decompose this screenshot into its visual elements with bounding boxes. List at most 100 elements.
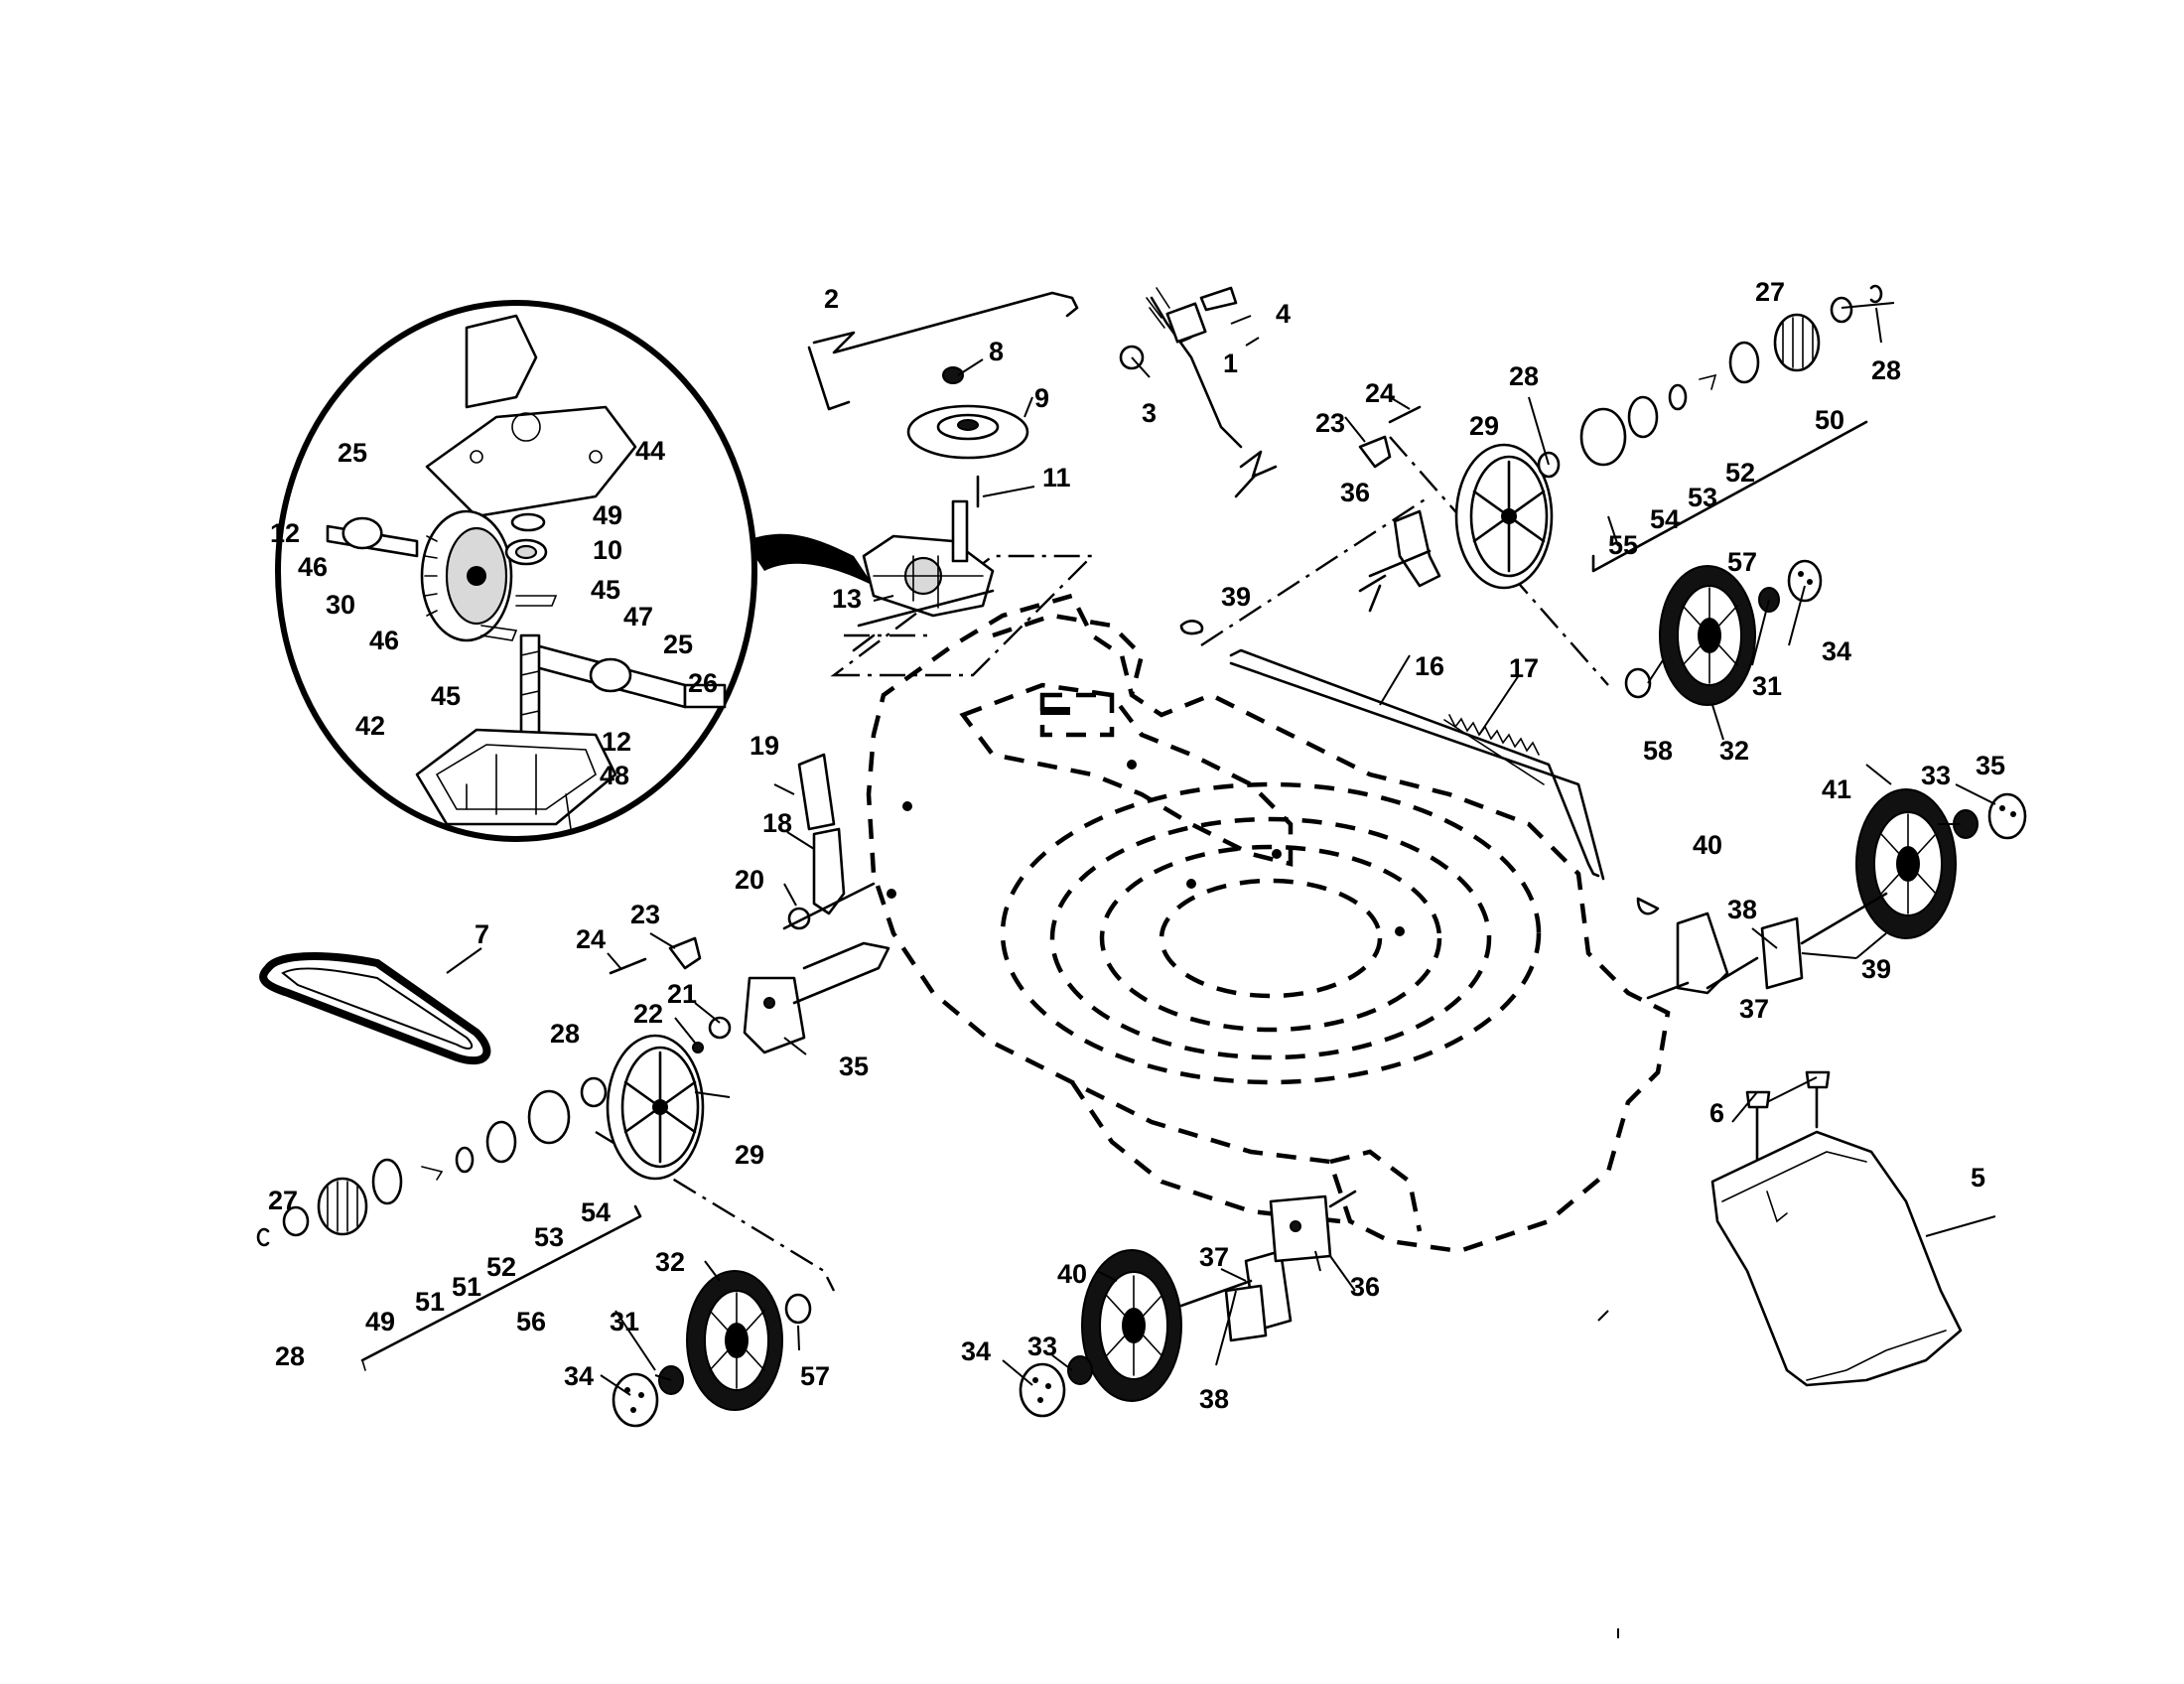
- callout-51-right: 52: [1725, 458, 1755, 488]
- callout-20: 20: [735, 865, 764, 895]
- callout-35-right: 36: [1340, 478, 1370, 507]
- left-hub-cap: [612, 1372, 659, 1428]
- right-spring: [1668, 383, 1688, 411]
- discharge-chute: [1710, 1130, 1963, 1387]
- callout-8: 8: [989, 337, 1004, 366]
- front-left-axle-plate: [1269, 1190, 1357, 1263]
- callout-36-front-left: 36: [1350, 1272, 1380, 1302]
- callout-50: 51: [415, 1287, 445, 1317]
- right-kit-bracket: [1591, 420, 1868, 573]
- left-pivot-wing: [668, 936, 702, 970]
- transmission-assembly: [852, 499, 995, 652]
- left-kit-bracket: [360, 1204, 642, 1362]
- left-spring: [455, 1146, 475, 1174]
- callout-39-upper: 39: [1221, 582, 1251, 612]
- left-clip: [256, 1227, 270, 1247]
- drive-control-rod: [812, 291, 1079, 354]
- left-pinion: [317, 1177, 368, 1236]
- callout-49-right: 50: [1815, 405, 1844, 435]
- callout-38-front-left: 38: [1199, 1384, 1229, 1414]
- callout-9: 9: [1034, 383, 1049, 413]
- drive-pulley: [906, 404, 1029, 460]
- key-lower: [480, 625, 518, 641]
- callout-57-left: 57: [800, 1361, 830, 1391]
- rear-axle-rod-2: [1229, 661, 1605, 881]
- left-rear-wheel-drive: [606, 1034, 705, 1181]
- callout-56: 57: [1727, 547, 1757, 577]
- leader-lines: [446, 302, 1996, 1638]
- right-rear-wheel-drive: [1454, 443, 1554, 590]
- callout-27-right: 27: [1755, 277, 1785, 307]
- inset-pointer: [745, 533, 874, 586]
- callout-26: 26: [688, 668, 718, 698]
- hairpin-clip-lower: [1636, 897, 1660, 915]
- callout-47: 48: [600, 761, 629, 790]
- callout-40-front-right: 41: [1822, 774, 1851, 804]
- callout-28-left-upper: 28: [550, 1019, 580, 1049]
- left-axle-bracket: [692, 941, 890, 1054]
- callout-41: 42: [355, 711, 385, 741]
- callout-33-front-left: 33: [1027, 1332, 1057, 1361]
- callout-28-left-lower: 28: [275, 1341, 305, 1371]
- mower-deck-outline: [866, 593, 1671, 1254]
- callout-30: 30: [326, 590, 355, 620]
- right-pivot-bolt: [1388, 405, 1422, 424]
- callout-52-right: 53: [1688, 483, 1717, 512]
- callout-1: 1: [1223, 349, 1238, 378]
- callout-28-right-upper: 28: [1509, 361, 1539, 391]
- callout-27-left: 27: [268, 1186, 298, 1215]
- left-washer: [580, 1076, 608, 1108]
- callout-17: 17: [1509, 653, 1539, 683]
- callout-29-right: 29: [1469, 411, 1499, 441]
- washer: [510, 512, 546, 532]
- callout-12-upper: 12: [270, 518, 300, 548]
- callout-23-left: 23: [630, 900, 660, 929]
- callout-36-front-right: 37: [1739, 994, 1769, 1024]
- right-clip: [1869, 284, 1883, 304]
- callout-34-left: 34: [564, 1361, 594, 1391]
- right-hub-cap: [1787, 559, 1823, 603]
- callout-11: 11: [1042, 463, 1071, 492]
- right-wheel: [1659, 565, 1756, 706]
- callout-32-left: 32: [655, 1247, 685, 1277]
- callout-16: 16: [1415, 651, 1444, 681]
- callout-33-front-right: 33: [1921, 761, 1951, 790]
- right-pawl: [1699, 373, 1717, 390]
- callout-2: 2: [824, 284, 839, 314]
- callout-52-left: 52: [486, 1252, 516, 1282]
- callout-22: 22: [633, 999, 663, 1029]
- front-right-axle-plate: [1646, 912, 1759, 1000]
- left-pivot-bolt: [609, 957, 647, 975]
- callout-29-left: 29: [735, 1140, 764, 1170]
- left-outer-washer: [282, 1205, 310, 1237]
- callout-37-front-left: 37: [1199, 1242, 1229, 1272]
- deck-slot: [1040, 707, 1070, 715]
- axle-centerline-left-wheel: [595, 1130, 836, 1292]
- callout-46-lower: 47: [623, 602, 653, 632]
- right-hub: [1728, 341, 1760, 384]
- callout-57-right: 58: [1643, 736, 1673, 766]
- front-right-height-bracket: [1760, 892, 1888, 990]
- key-upper: [515, 595, 558, 607]
- callout-38-front-right: 39: [1861, 954, 1891, 984]
- callout-35-left: 35: [839, 1052, 869, 1081]
- callout-45-lower: 46: [369, 626, 399, 655]
- callout-19: 19: [750, 731, 779, 761]
- left-wheel: [686, 1270, 783, 1411]
- extension-spring: [1443, 714, 1545, 785]
- callout-21: 21: [667, 979, 697, 1009]
- callout-31-right: 31: [1752, 671, 1782, 701]
- callout-25-lower: 25: [663, 630, 693, 659]
- callout-51-left: 51: [452, 1272, 481, 1302]
- callout-49-left: 49: [365, 1307, 395, 1336]
- right-wheel-washer: [1624, 667, 1652, 699]
- worm-shaft: [519, 633, 541, 747]
- left-wheel-washer: [784, 1293, 812, 1325]
- rear-axle-rod: [1229, 648, 1600, 878]
- chute-bolts: [1745, 1070, 1831, 1164]
- front-left-nut: [1067, 1355, 1093, 1385]
- left-hub: [371, 1158, 403, 1205]
- right-outer-washer: [1830, 296, 1853, 324]
- right-pivot-wing: [1358, 435, 1392, 469]
